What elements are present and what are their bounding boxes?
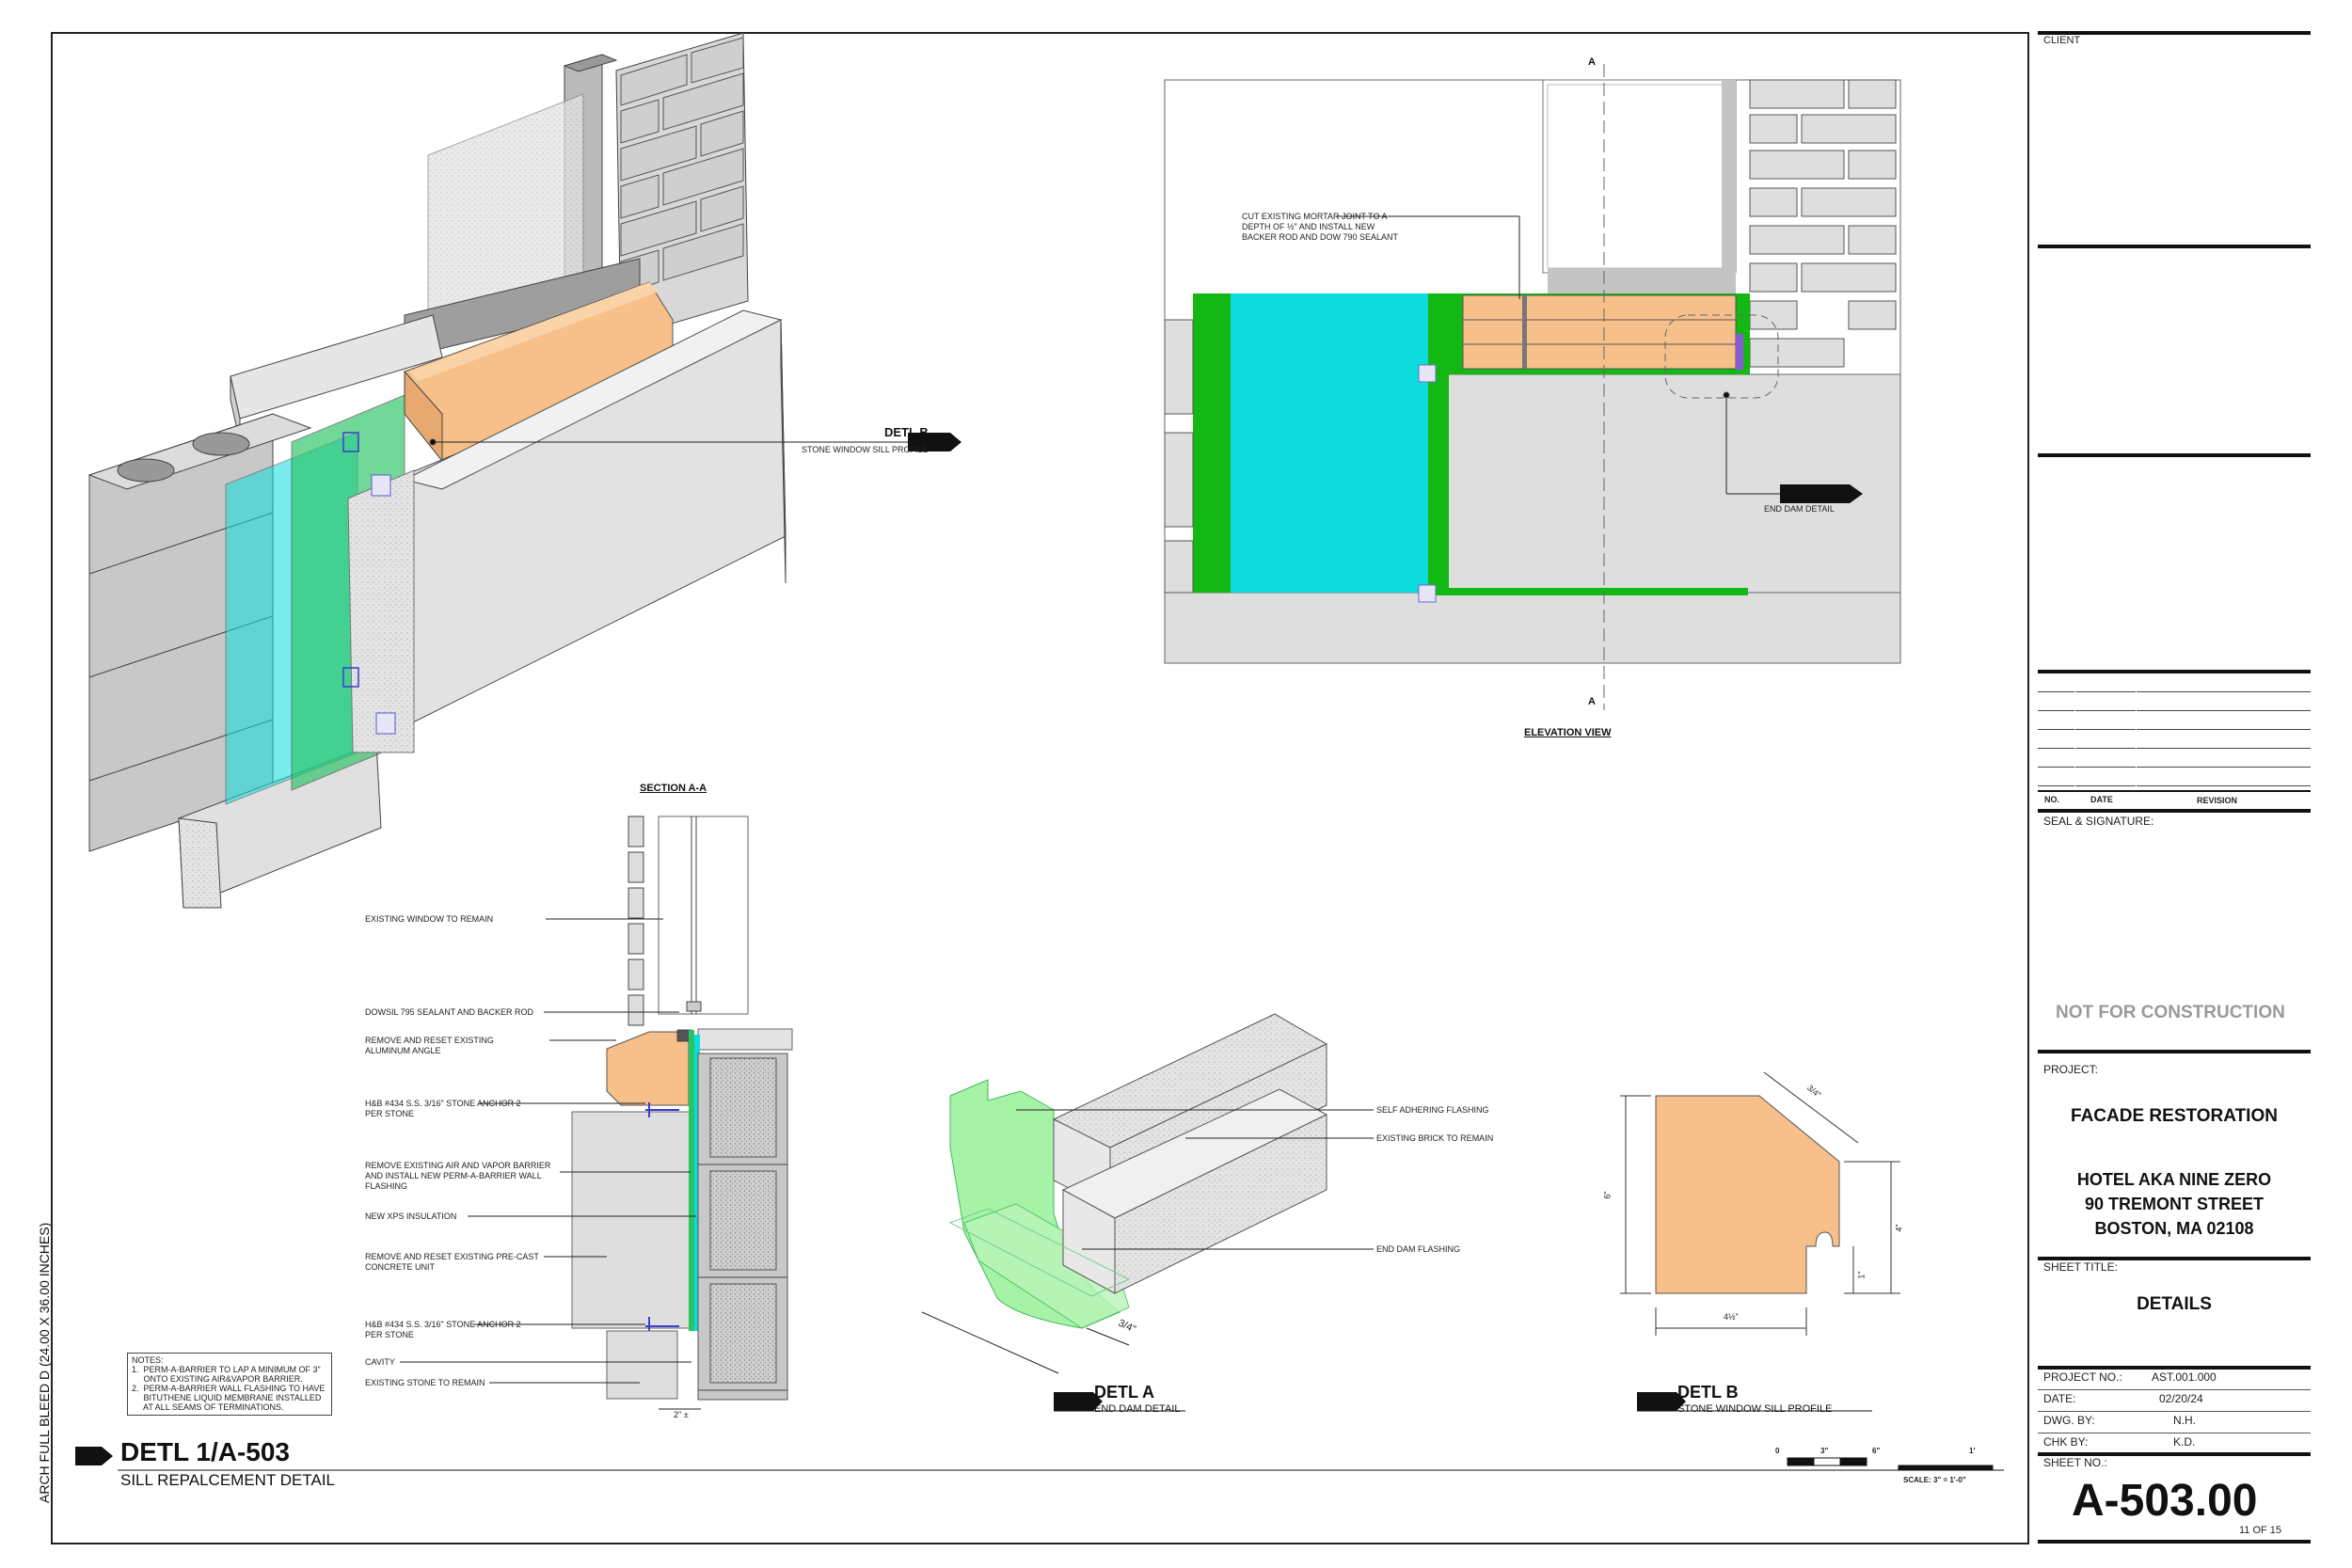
sheet-count: 11 OF 15	[2239, 1525, 2282, 1536]
elev-callout-desc: END DAM DETAIL	[1764, 504, 1835, 514]
scale-mark: 6"	[1872, 1447, 1881, 1455]
section-label: REMOVE AND RESET EXISTING PRE-CAST CONCR…	[365, 1252, 539, 1272]
section-a-a	[400, 816, 793, 1410]
scale-bar	[1787, 1457, 1994, 1471]
section-label: EXISTING WINDOW TO REMAIN	[365, 914, 494, 924]
general-notes: NOTES: 1. PERM-A-BARRIER TO LAP A MINIMU…	[127, 1353, 332, 1416]
checked-by-label: CHK BY:	[2043, 1435, 2089, 1449]
detail-a-desc: END DAM DETAIL	[1094, 1403, 1181, 1415]
sheet-size-note: ARCH FULL BLEED D (24.00 X 36.00 INCHES)	[37, 1222, 52, 1503]
drawn-by-label: DWG. BY:	[2043, 1414, 2095, 1427]
section-label: DOWSIL 795 SEALANT AND BACKER ROD	[365, 1007, 534, 1017]
detail-b-dim-notch: 1"	[1856, 1271, 1867, 1279]
scale-mark: 3"	[1820, 1447, 1829, 1455]
section-a-a-title: SECTION A-A	[640, 783, 707, 794]
project-address: HOTEL AKA NINE ZERO 90 TREMONT STREET BO…	[2076, 1170, 2272, 1238]
scale-mark: 0	[1775, 1447, 1780, 1455]
date-label: DATE:	[2043, 1392, 2076, 1405]
drawn-by-value: N.H.	[2173, 1414, 2196, 1427]
detail-b-dim-left: 6"	[1602, 1191, 1613, 1199]
detail-a-label: SELF ADHERING FLASHING	[1376, 1105, 1489, 1115]
elevation-view	[1164, 64, 1901, 710]
detail-b-dim-right: 4"	[1894, 1224, 1904, 1232]
detail-b-sill-profile	[1620, 1071, 1900, 1336]
sheet-title-label: SHEET TITLE:	[2043, 1260, 2118, 1274]
elev-callout-tag: DETL A	[1786, 483, 1830, 498]
callout-arrows	[75, 433, 1863, 1465]
detail-a-label: END DAM FLASHING	[1376, 1244, 1461, 1254]
main-detail-desc: SILL REPALCEMENT DETAIL	[120, 1471, 335, 1489]
note-cut-mortar-joint: CUT EXISTING MORTAR JOINT TO A DEPTH OF …	[1242, 212, 1399, 242]
iso-callout-desc: STONE WINDOW SILL PROFILE	[802, 445, 929, 454]
section-marker-bottom: A	[1588, 696, 1596, 707]
drawing-frame	[51, 32, 2029, 1544]
section-label: REMOVE AND RESET EXISTING ALUMINUM ANGLE	[365, 1036, 494, 1055]
sheet-no-label: SHEET NO.:	[2043, 1456, 2107, 1469]
scale-mark: 1'	[1969, 1447, 1976, 1455]
client-label: CLIENT	[2043, 35, 2081, 46]
not-for-construction: NOT FOR CONSTRUCTION	[2056, 1003, 2285, 1022]
sheet-number: A-503.00	[2072, 1476, 2258, 1526]
iso-callout-tag: DETL B	[884, 425, 929, 439]
project-no-label: PROJECT NO.:	[2043, 1370, 2122, 1384]
detail-a-end-dam	[921, 1013, 1374, 1374]
checked-by-value: K.D.	[2173, 1435, 2196, 1449]
title-block	[2032, 0, 2352, 1568]
date-value: 02/20/24	[2159, 1392, 2203, 1405]
sheet-title: DETAILS	[2137, 1294, 2212, 1314]
detail-b-tag: DETL B	[1677, 1383, 1739, 1402]
section-label: H&B #434 S.S. 3/16" STONE ANCHOR 2 PER S…	[365, 1099, 521, 1118]
section-label: EXISTING STONE TO REMAIN	[365, 1378, 485, 1387]
detail-b-dim-bottom: 4½"	[1724, 1312, 1739, 1322]
section-label: REMOVE EXISTING AIR AND VAPOR BARRIER AN…	[365, 1161, 551, 1191]
section-dim: 2" ±	[674, 1410, 689, 1419]
rev-col-no: NO.	[2044, 795, 2060, 804]
section-label: H&B #434 S.S. 3/16" STONE ANCHOR 2 PER S…	[365, 1320, 521, 1339]
detail-a-label: EXISTING BRICK TO REMAIN	[1376, 1133, 1494, 1143]
detail-b-desc: STONE WINDOW SILL PROFILE	[1677, 1403, 1833, 1415]
project-no-value: AST.001.000	[2152, 1370, 2217, 1384]
seal-signature-label: SEAL & SIGNATURE:	[2043, 815, 2154, 828]
detail-a-tag: DETL A	[1094, 1383, 1155, 1402]
project-label: PROJECT:	[2043, 1063, 2099, 1076]
scale-label: SCALE: 3" = 1'-0"	[1903, 1476, 1966, 1484]
isometric-sill-view	[87, 32, 908, 909]
project-name: FACADE RESTORATION	[2071, 1106, 2278, 1126]
rev-col-date: DATE	[2090, 795, 2113, 804]
main-detail-tag: DETL 1/A-503	[120, 1437, 290, 1466]
section-marker-top: A	[1588, 56, 1596, 68]
elevation-view-title: ELEVATION VIEW	[1524, 727, 1612, 738]
section-label: NEW XPS INSULATION	[365, 1212, 457, 1221]
rev-col-revision: REVISION	[2197, 796, 2238, 805]
section-label: CAVITY	[365, 1357, 395, 1367]
